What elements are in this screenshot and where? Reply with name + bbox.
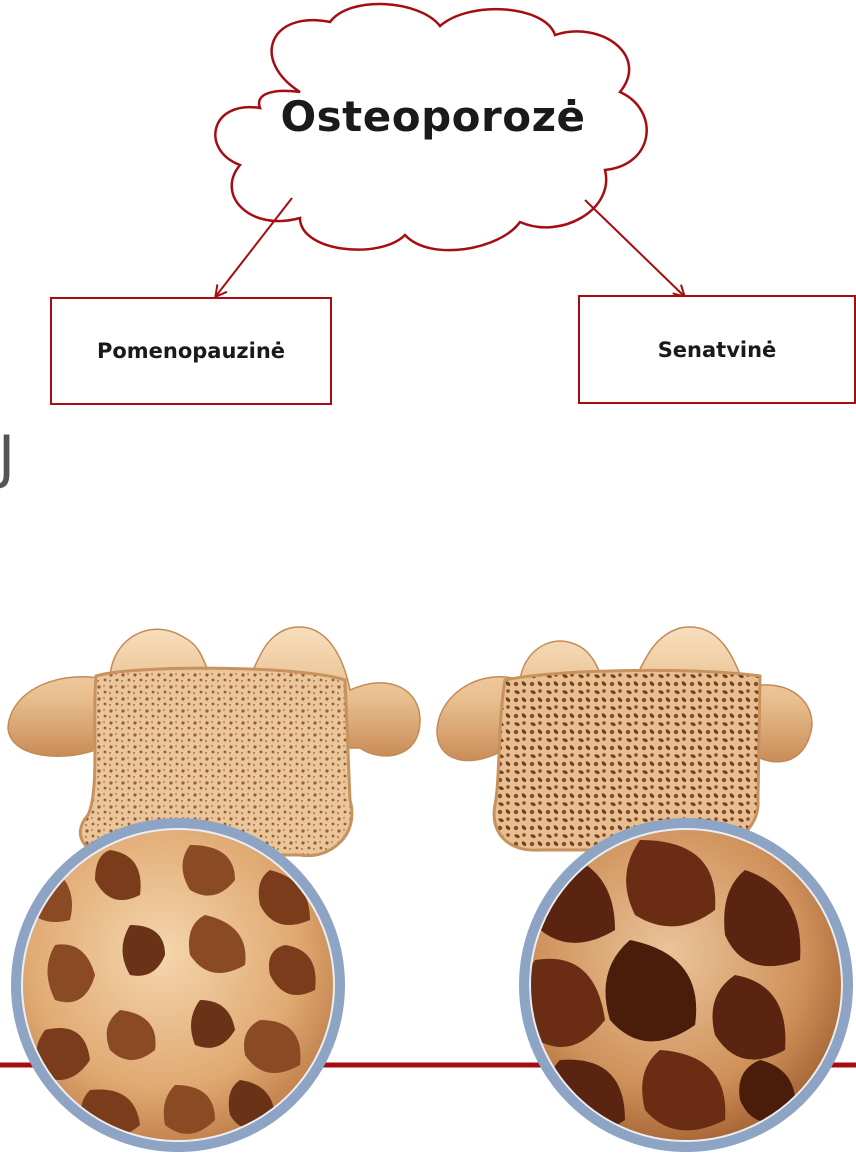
diagram-title: Osteoporozė [268,92,598,141]
type-label-senatvine: Senatvinė [658,338,777,362]
lens-osteoporotic-bone [521,823,848,1147]
lens-normal-bone [16,823,340,1147]
type-box-senatvine: Senatvinė [578,295,856,404]
edge-glyph: J [0,428,15,486]
vertebra-normal [8,627,420,856]
type-box-pomenopauzine: Pomenopauzinė [50,297,332,405]
arrow-to-senatvine [585,200,684,296]
vertebra-osteoporotic [437,627,812,850]
type-label-pomenopauzine: Pomenopauzinė [97,339,285,363]
